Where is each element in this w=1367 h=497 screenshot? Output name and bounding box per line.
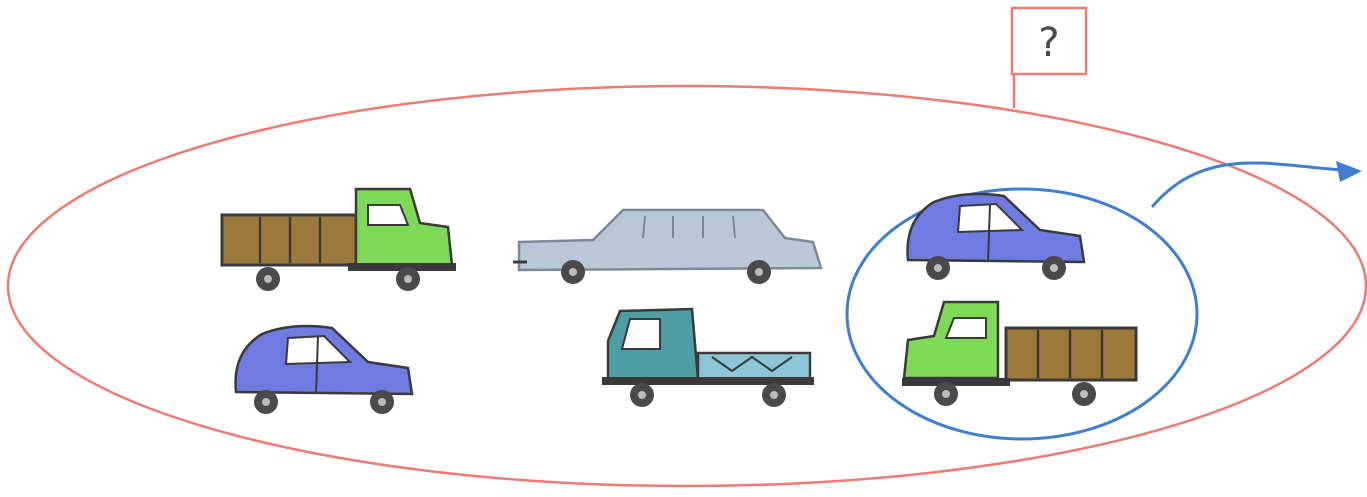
- vehicle-truck-with-box-inner: [902, 302, 1136, 406]
- subset-arrowhead: [1336, 161, 1362, 182]
- truck-cab: [356, 189, 452, 265]
- limo-body: [519, 210, 821, 270]
- question-mark-label: ?: [1038, 20, 1059, 66]
- subset-arrow: [1152, 163, 1342, 207]
- vehicle-truck-with-box-outer: [222, 189, 456, 291]
- outer-set-ellipse: [8, 86, 1366, 486]
- vehicle-flatbed-truck: [602, 309, 814, 407]
- truck-cab: [904, 302, 998, 378]
- vehicle-limousine: [513, 210, 821, 284]
- vehicle-small-car-outer: [236, 326, 412, 414]
- vehicle-small-car-inner: [908, 194, 1084, 280]
